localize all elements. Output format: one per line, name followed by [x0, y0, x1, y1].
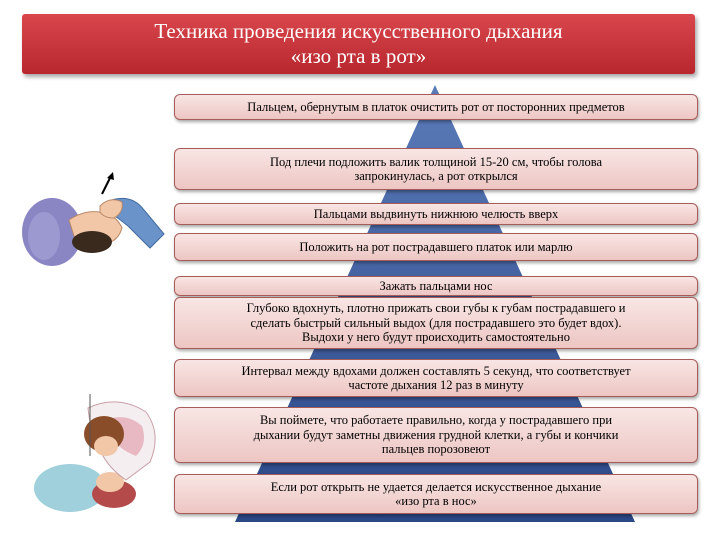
- title-line-1: Техника проведения искусственного дыхани…: [154, 19, 563, 43]
- step-4-line-1: Положить на рот пострадавшего платок или…: [299, 239, 573, 254]
- step-8: Вы поймете, что работаете правильно, ког…: [174, 407, 698, 463]
- step-3-line-1: Пальцами выдвинуть нижнюю челюсть вверх: [313, 206, 559, 221]
- head-tilt-illustration-icon: [22, 172, 165, 266]
- step-1: Пальцем, обернутым в платок очистить рот…: [174, 94, 698, 120]
- step-8-line-2: дыхании будут заметны движения грудной к…: [253, 427, 619, 442]
- step-5: Зажать пальцами нос: [174, 276, 698, 296]
- step-8-line-3: пальцев порозовеют: [381, 442, 491, 457]
- step-7-line-2: частоте дыхания 12 раз в минуту: [348, 378, 524, 392]
- rescue-breathing-illustration-icon: [34, 394, 156, 512]
- step-2-line-2: запрокинулась, а рот открылся: [354, 169, 518, 183]
- step-6-line-2: сделать быстрый сильный выдох (для постр…: [250, 315, 622, 330]
- slide-title: Техника проведения искусственного дыхани…: [22, 14, 695, 74]
- step-6: Глубоко вдохнуть, плотно прижать свои гу…: [174, 297, 698, 349]
- title-line-2: «изо рта в рот»: [290, 44, 427, 68]
- step-9: Если рот открыть не удается делается иск…: [174, 474, 698, 514]
- step-7: Интервал между вдохами должен составлять…: [174, 359, 698, 397]
- step-2: Под плечи подложить валик толщиной 15-20…: [174, 148, 698, 190]
- step-6-line-3: Выдохи у него будут происходить самостоя…: [302, 330, 570, 345]
- step-9-line-2: «изо рта в нос»: [395, 494, 477, 508]
- step-4: Положить на рот пострадавшего платок или…: [174, 233, 698, 261]
- step-8-line-1: Вы поймете, что работаете правильно, ког…: [259, 413, 613, 428]
- step-9-line-1: Если рот открыть не удается делается иск…: [270, 479, 602, 494]
- step-6-line-1: Глубоко вдохнуть, плотно прижать свои гу…: [246, 301, 626, 316]
- step-5-line-1: Зажать пальцами нос: [379, 278, 493, 293]
- step-7-line-1: Интервал между вдохами должен составлять…: [241, 363, 631, 378]
- step-3: Пальцами выдвинуть нижнюю челюсть вверх: [174, 203, 698, 225]
- step-2-line-1: Под плечи подложить валик толщиной 15-20…: [270, 154, 602, 169]
- step-1-line-1: Пальцем, обернутым в платок очистить рот…: [247, 99, 625, 114]
